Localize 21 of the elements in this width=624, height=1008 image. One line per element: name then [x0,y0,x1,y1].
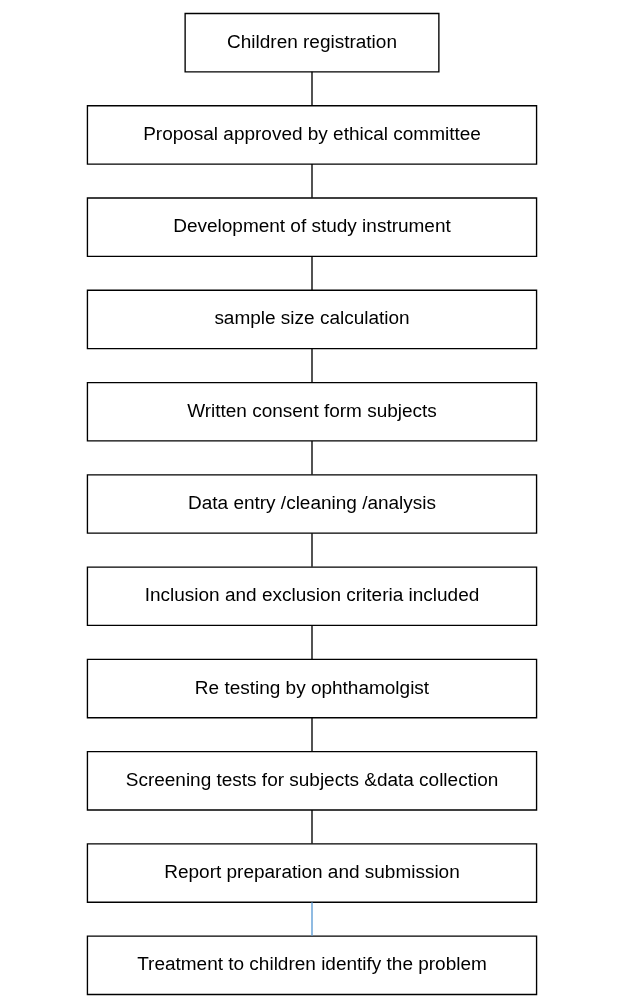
node-box: Inclusion and exclusion criteria included [86,566,538,627]
connector [311,71,313,107]
node-box: Proposal approved by ethical committee [86,105,538,165]
connector [311,624,313,660]
node-box: Re testing by ophthamolgist [86,658,538,719]
connector [311,532,313,568]
node-box: Treatment to children identify the problem [86,935,538,996]
connector [311,255,313,291]
node-box: Report preparation and submission [86,843,538,903]
node-box: Data entry /cleaning /analysis [86,474,538,534]
connector [311,901,313,937]
connector [311,440,313,476]
node-box: Written consent form subjects [86,381,538,442]
node-box: sample size calculation [86,289,538,350]
node-box: Development of study instrument [86,197,538,258]
connector [311,348,313,383]
node-box: Children registration [184,12,440,73]
connector [311,163,313,199]
connector [311,809,313,845]
connector [311,717,313,752]
node-box: Screening tests for subjects &data collection [86,750,538,811]
